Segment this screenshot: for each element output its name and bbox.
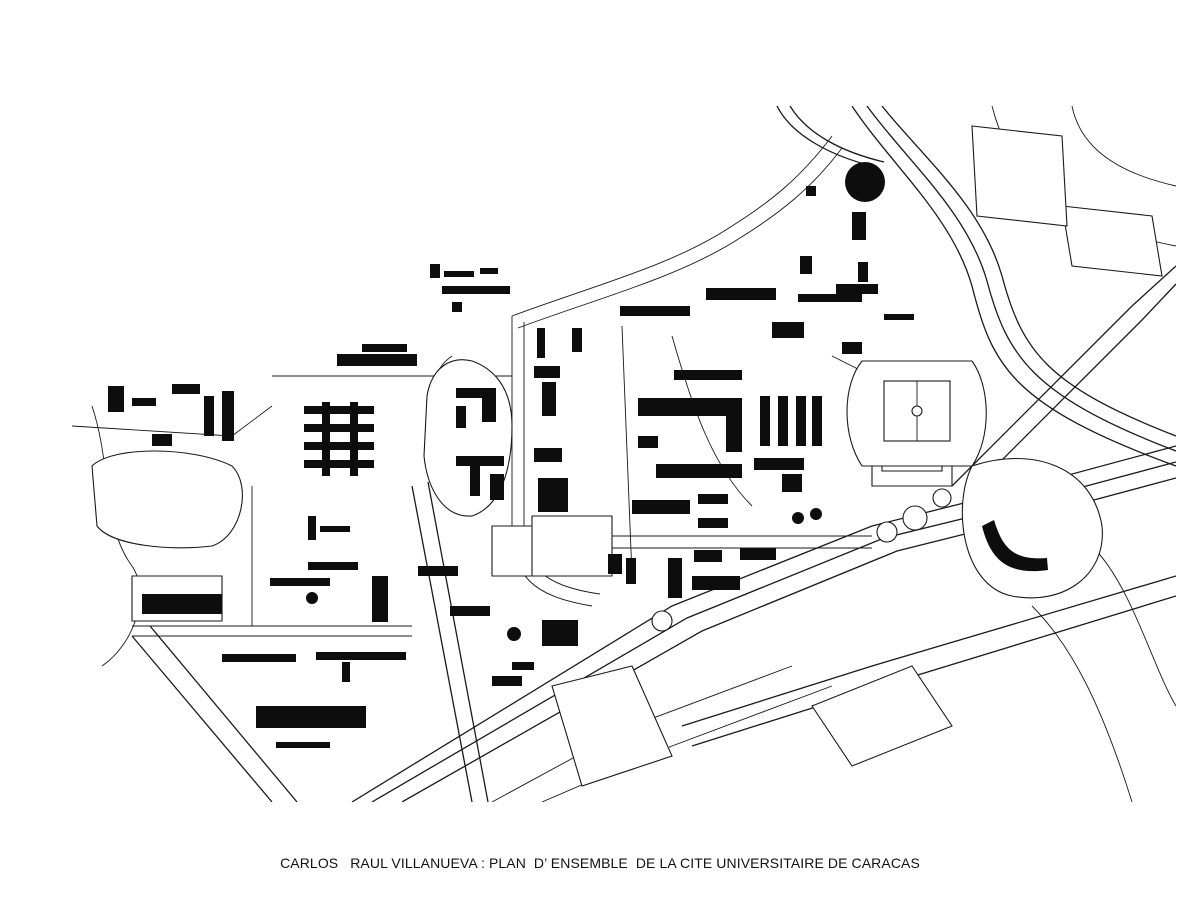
campus-site-plan <box>72 106 1176 802</box>
buildings <box>108 186 1048 748</box>
round-features <box>306 162 952 641</box>
stadium <box>846 360 987 467</box>
plan-caption: CARLOS RAUL VILLANUEVA : PLAN D’ ENSEMBL… <box>280 855 920 871</box>
site-plan-drawing <box>72 106 1176 802</box>
